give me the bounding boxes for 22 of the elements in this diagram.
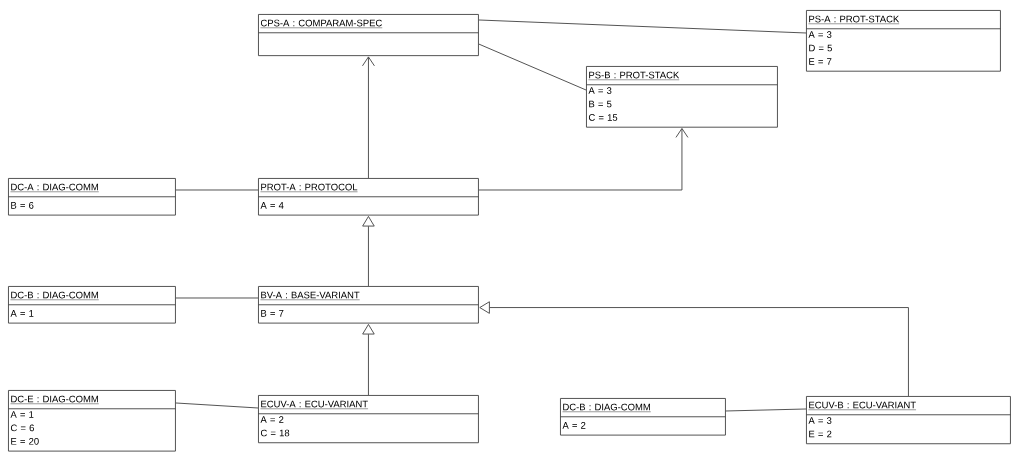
object-box: ECUV-B : ECU-VARIANT A = 3 E = 2	[806, 396, 1011, 445]
generalization-arrow	[479, 301, 909, 397]
association-line	[478, 19, 807, 34]
object-box: DC-B : DIAG-COMM A = 2	[560, 398, 726, 436]
object-box: CPS-A : COMPARAM-SPEC	[258, 14, 479, 57]
generalization-arrow	[362, 324, 375, 396]
association-line	[175, 189, 259, 191]
object-box: PROT-A : PROTOCOL A = 4	[258, 178, 479, 216]
association-line	[478, 43, 587, 91]
association-line	[175, 297, 259, 299]
object-box: DC-A : DIAG-COMM B = 6	[8, 178, 176, 216]
object-box: PS-B : PROT-STACK A = 3 B = 5 C = 15	[586, 66, 778, 128]
object-box: ECUV-A : ECU-VARIANT A = 2 C = 18	[258, 395, 479, 444]
association-line	[725, 408, 807, 412]
generalization-arrow	[362, 216, 375, 287]
object-box: BV-A : BASE-VARIANT B = 7	[258, 286, 479, 324]
object-box: DC-E : DIAG-COMM A = 1 C = 6 E = 20	[8, 390, 176, 452]
navigation-arrow	[478, 128, 689, 191]
association-line	[175, 402, 259, 409]
object-box: PS-A : PROT-STACK A = 3 D = 5 E = 7	[806, 10, 1001, 72]
navigation-arrow	[362, 56, 375, 179]
object-box: DC-B : DIAG-COMM A = 1	[8, 286, 176, 324]
